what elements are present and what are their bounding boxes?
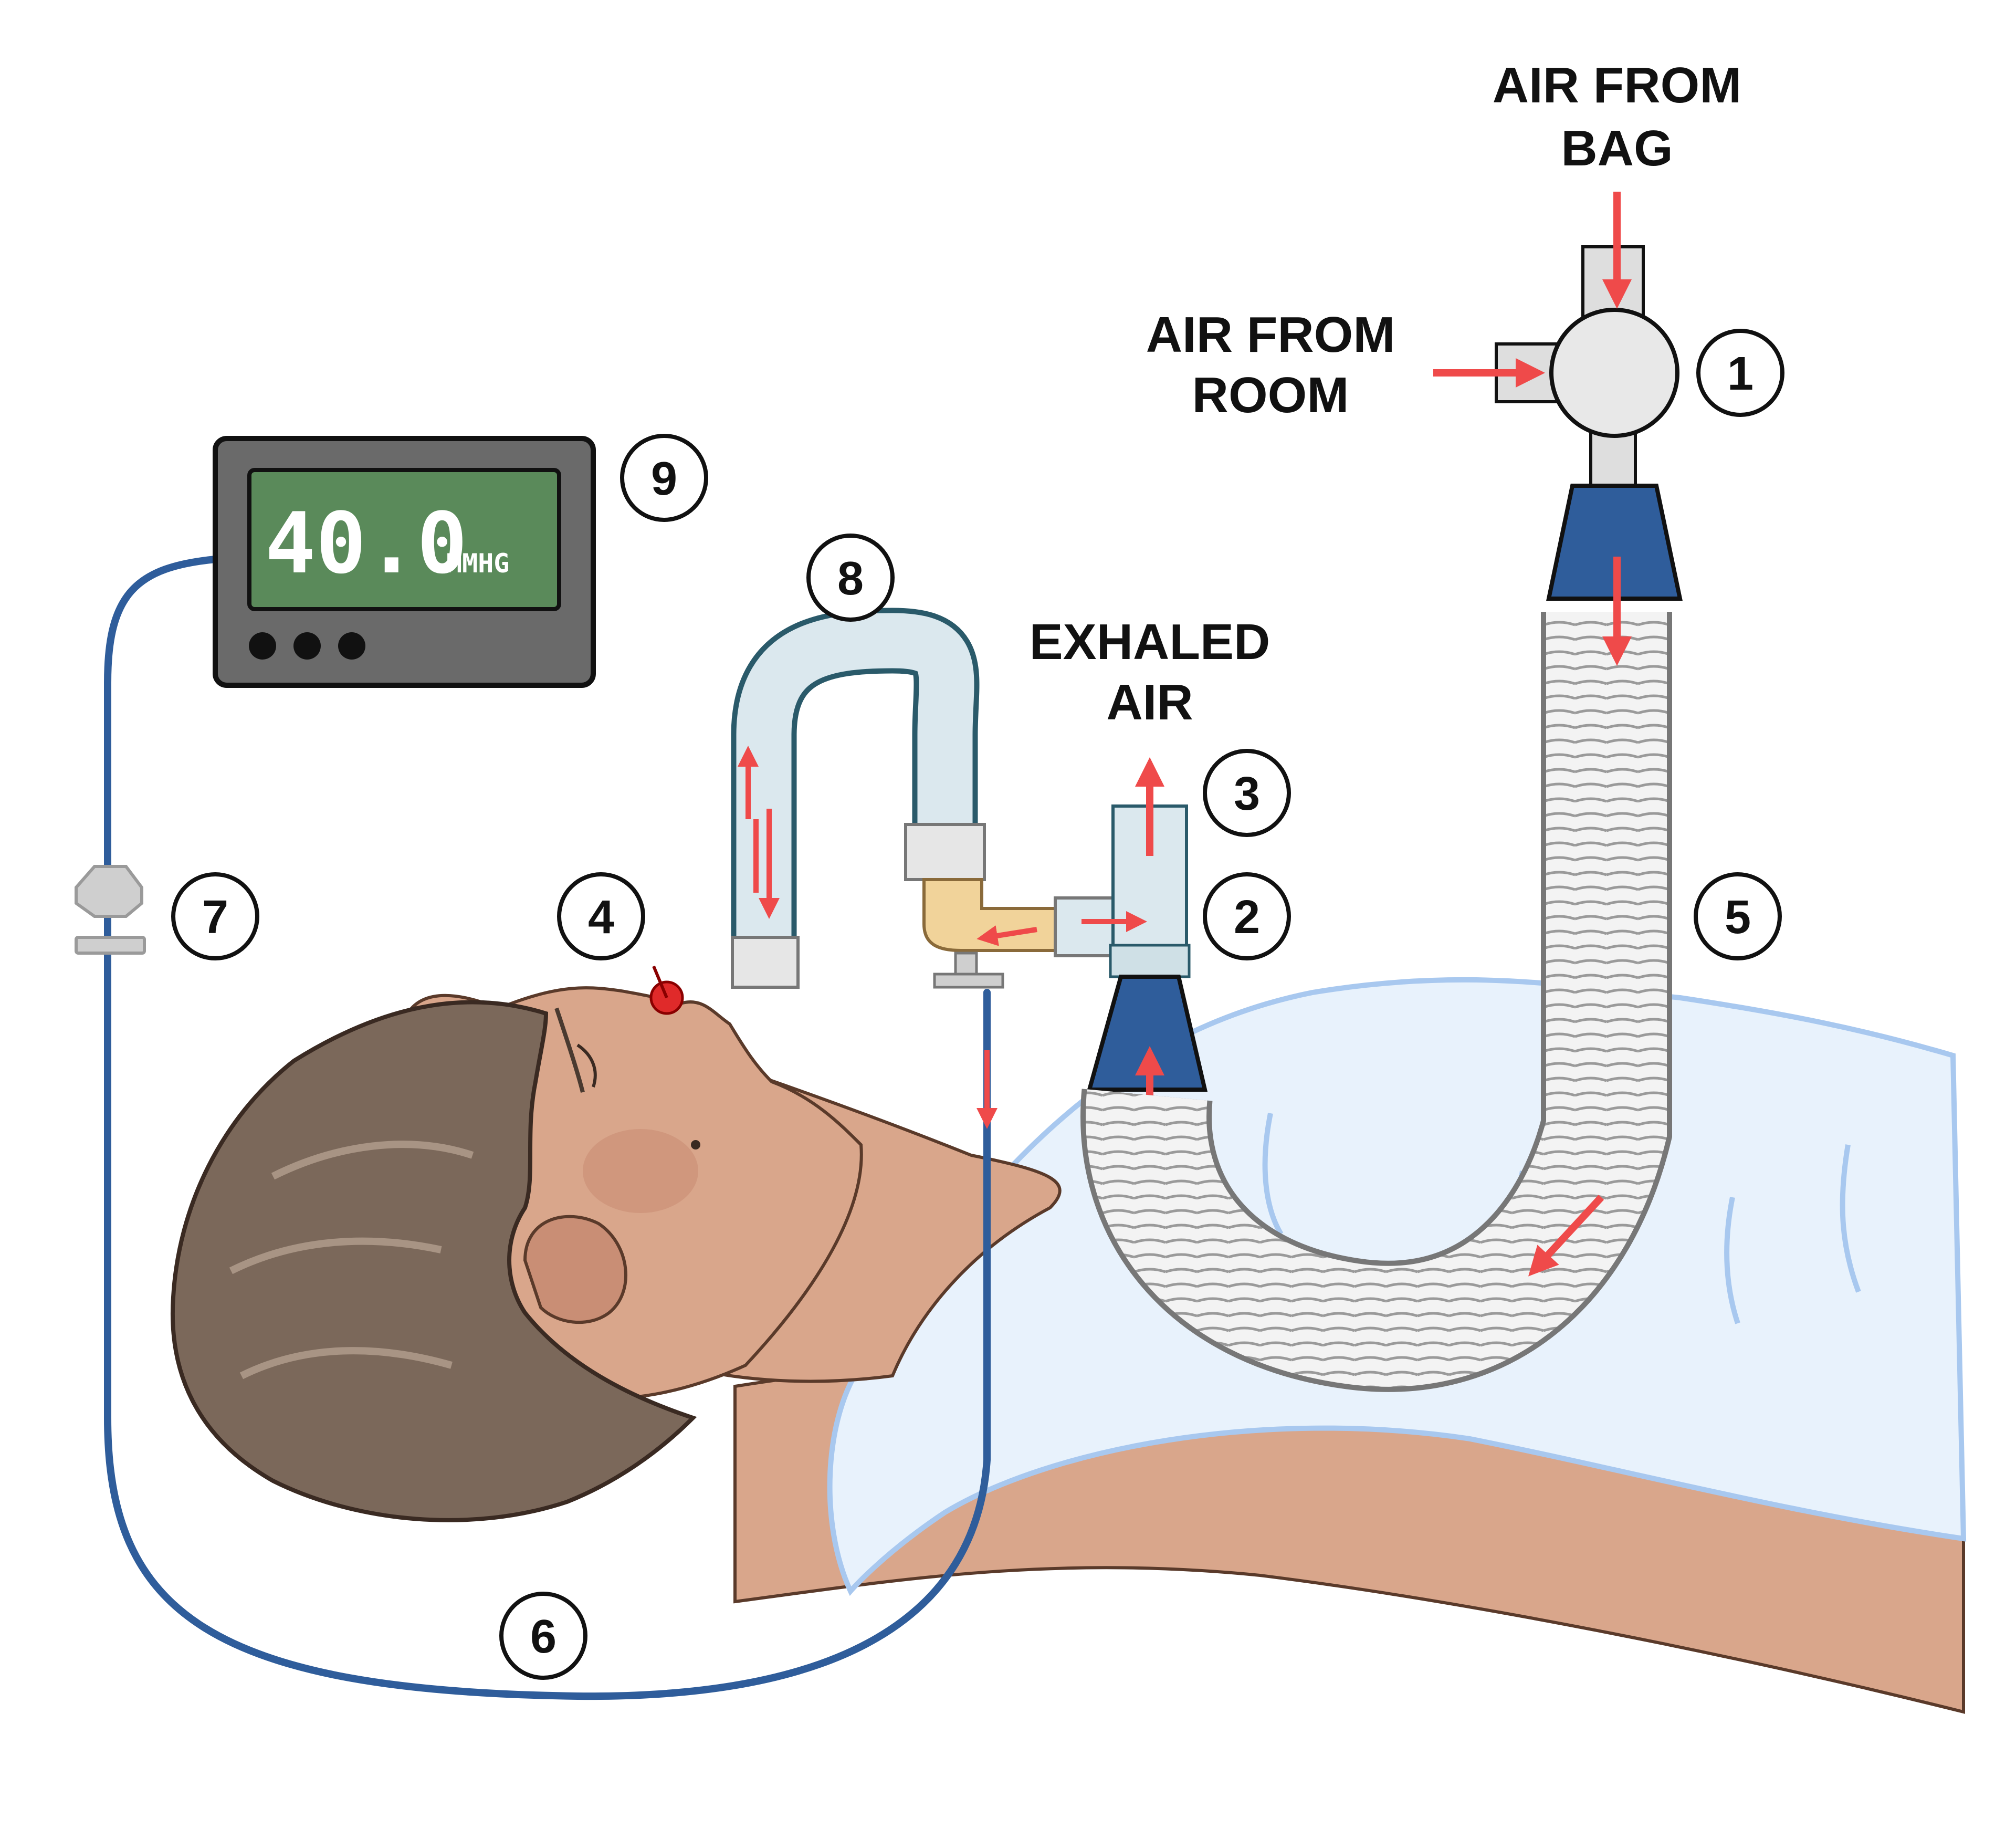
svg-text:AIR: AIR [1106,674,1193,730]
svg-text:7: 7 [202,891,228,944]
label-exhaled-air: EXHALED AIR [1030,614,1270,730]
svg-text:6: 6 [530,1611,556,1663]
sampling-line-tube [104,556,991,1700]
callout-8: 8 [806,534,895,622]
corrugated-tube [1080,612,1672,1392]
t-piece-valve [1054,757,1208,1147]
svg-text:BAG: BAG [1561,120,1673,176]
airway-adapter-u-tube [731,608,1057,1129]
patient-ear [523,1215,628,1324]
svg-text:AIR FROM: AIR FROM [1493,57,1742,113]
svg-text:1: 1 [1727,348,1754,400]
svg-text:8: 8 [837,552,864,605]
bag-valve [1433,192,1683,666]
tubing-connector [75,865,146,955]
patient-hair [171,1000,697,1522]
svg-text:9: 9 [651,453,677,505]
callout-3: 3 [1203,749,1291,837]
svg-text:ROOM: ROOM [1192,367,1349,423]
capnography-monitor: 40.0 MMHG [213,436,596,688]
svg-text:4: 4 [588,891,614,944]
callout-5: 5 [1694,872,1782,960]
svg-text:EXHALED: EXHALED [1030,614,1270,670]
monitor-value: 40.0 [265,494,467,592]
callout-9: 9 [620,434,708,522]
callout-6: 6 [499,1592,587,1680]
monitor-screen [247,468,561,611]
svg-text:AIR FROM: AIR FROM [1146,307,1395,363]
callout-2: 2 [1203,872,1291,960]
monitor-unit: MMHG [446,548,509,579]
monitor-button-2[interactable] [293,632,321,660]
svg-text:5: 5 [1725,891,1751,944]
callout-1: 1 [1696,329,1784,417]
svg-text:2: 2 [1234,891,1260,944]
monitor-button-3[interactable] [338,632,365,660]
monitor-button-1[interactable] [249,632,276,660]
callout-7: 7 [171,872,259,960]
t-piece-cuff [1086,975,1208,1092]
callout-4: 4 [557,872,645,960]
label-air-from-bag: AIR FROM BAG [1493,57,1742,176]
bag-valve-cuff [1546,484,1683,601]
svg-text:3: 3 [1234,768,1260,820]
label-air-from-room: AIR FROM ROOM [1146,307,1395,423]
patient-head [171,965,863,1522]
